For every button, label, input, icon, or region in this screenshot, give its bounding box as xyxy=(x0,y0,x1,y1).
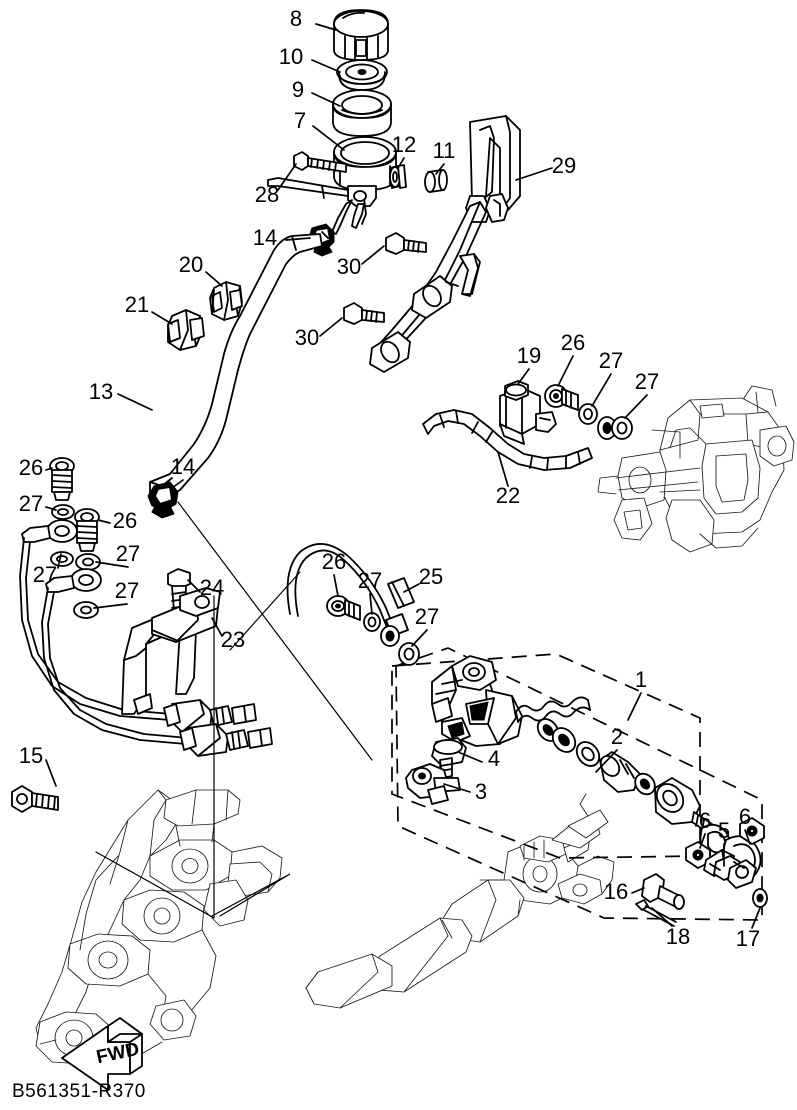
callout-27-f: 27 xyxy=(115,578,139,603)
callout-14-upper: 14 xyxy=(253,225,277,250)
callout-leaders xyxy=(45,23,761,929)
callout-27-d: 27 xyxy=(116,541,140,566)
callout-23: 23 xyxy=(221,627,245,652)
hose-clip-20-part xyxy=(209,281,243,321)
callout-8: 8 xyxy=(290,6,302,31)
callout-21: 21 xyxy=(125,292,149,317)
fwd-direction-marker: FWD xyxy=(61,1017,143,1091)
callout-27-g: 27 xyxy=(358,568,382,593)
callout-12: 12 xyxy=(392,132,416,157)
callout-30-upper: 30 xyxy=(337,254,361,279)
callout-5: 5 xyxy=(718,818,730,843)
callout-14-lower: 14 xyxy=(171,454,195,479)
callout-29: 29 xyxy=(552,153,576,178)
callout-27-c: 27 xyxy=(19,491,43,516)
assembly-boundary-2 xyxy=(395,647,763,921)
leader-bracket-15 xyxy=(95,851,215,919)
copper-washer-27-d-part xyxy=(51,504,75,520)
leader-hose-diag xyxy=(229,571,301,651)
grommet-11-part xyxy=(424,169,448,193)
callout-16: 16 xyxy=(604,879,628,904)
callout-1: 1 xyxy=(635,667,647,692)
callout-6-b: 6 xyxy=(739,804,751,829)
union-bolt-26-d-part xyxy=(326,595,361,621)
diagram-caption: B561351-R370 xyxy=(12,1081,146,1102)
callout-3: 3 xyxy=(475,779,487,804)
union-bolt-26-b-part xyxy=(49,457,75,501)
hose-clamp-14-lower-part xyxy=(147,481,179,519)
callout-15: 15 xyxy=(19,743,43,768)
callout-7: 7 xyxy=(294,108,306,133)
reservoir-tank-part xyxy=(267,136,397,235)
copper-washer-27-g-part xyxy=(73,601,99,619)
bolt-30-upper-part xyxy=(385,232,427,255)
callout-25: 25 xyxy=(419,564,443,589)
copper-washer-27-j-part xyxy=(398,642,420,666)
reservoir-cap-part xyxy=(333,9,389,61)
callout-19: 19 xyxy=(517,343,541,368)
leader-long-14 xyxy=(177,501,373,761)
copper-washer-27-c-part xyxy=(611,416,633,440)
reservoir-diaphragm-part xyxy=(332,89,392,137)
brake-hose-left-pair xyxy=(19,537,189,745)
push-rod-16-part xyxy=(641,873,685,910)
callout-4: 4 xyxy=(488,746,500,771)
bolt-30-lower-part xyxy=(343,302,385,325)
brake-caliper-reference xyxy=(597,385,795,553)
callout-28: 28 xyxy=(255,182,279,207)
callout-30-lower: 30 xyxy=(295,325,319,350)
reservoir-plate-part xyxy=(336,59,388,91)
union-bolt-26-a-part xyxy=(544,384,579,411)
clevis-5-part xyxy=(703,849,757,889)
bolt-15-part xyxy=(11,785,59,813)
callout-18: 18 xyxy=(666,924,690,949)
pipe-fitting-3-part xyxy=(405,763,461,805)
master-cylinder-body-part xyxy=(431,655,523,747)
callout-labels: 8 10 9 7 12 11 29 28 14 30 20 21 30 19 2… xyxy=(19,6,760,951)
callout-17: 17 xyxy=(736,926,760,951)
copper-washer-27-i-part xyxy=(380,625,400,647)
leader-long-bracket xyxy=(211,873,291,917)
brake-hose-25-part xyxy=(286,543,415,637)
callout-27-e: 27 xyxy=(33,562,57,587)
nut-6-b-part xyxy=(739,817,765,845)
nut-6-a-part xyxy=(685,841,711,869)
callout-9: 9 xyxy=(292,77,304,102)
callout-27-a: 27 xyxy=(599,348,623,373)
hose-junction-upper-part xyxy=(163,699,257,733)
hose-banjo-lower-part xyxy=(45,568,102,593)
copper-washer-27-a-part xyxy=(578,403,598,425)
callout-10: 10 xyxy=(279,44,303,69)
hose-clip-21-part xyxy=(167,309,205,351)
union-bolt-26-c-part xyxy=(74,508,100,552)
hose-holder-23-part xyxy=(121,587,221,715)
copper-washer-27-h-part xyxy=(363,612,381,632)
callout-26-c: 26 xyxy=(113,508,137,533)
callout-24: 24 xyxy=(200,575,224,600)
callout-13: 13 xyxy=(89,379,113,404)
washer-12-part xyxy=(389,164,407,189)
hose-junction-lower-part xyxy=(179,723,273,757)
callout-26-d: 26 xyxy=(322,549,346,574)
pedal-bracket-reference xyxy=(35,789,283,1065)
callout-6-a: 6 xyxy=(699,808,711,833)
reservoir-joint-4-part xyxy=(431,737,467,779)
washer-17-part xyxy=(752,888,768,908)
callout-27-b: 27 xyxy=(635,369,659,394)
copper-washer-27-b-part xyxy=(597,416,617,440)
callout-11: 11 xyxy=(433,138,456,163)
callout-2: 2 xyxy=(611,724,623,749)
reservoir-bracket-part xyxy=(369,115,521,373)
hose-banjo-upper-part xyxy=(21,519,78,543)
callout-20: 20 xyxy=(179,252,203,277)
union-joint-19-part xyxy=(499,380,557,445)
brake-pipe-22-part xyxy=(422,409,593,471)
callout-22: 22 xyxy=(496,483,520,508)
callout-26-a: 26 xyxy=(561,330,585,355)
callout-27-h: 27 xyxy=(415,604,439,629)
callout-26-b: 26 xyxy=(19,455,43,480)
